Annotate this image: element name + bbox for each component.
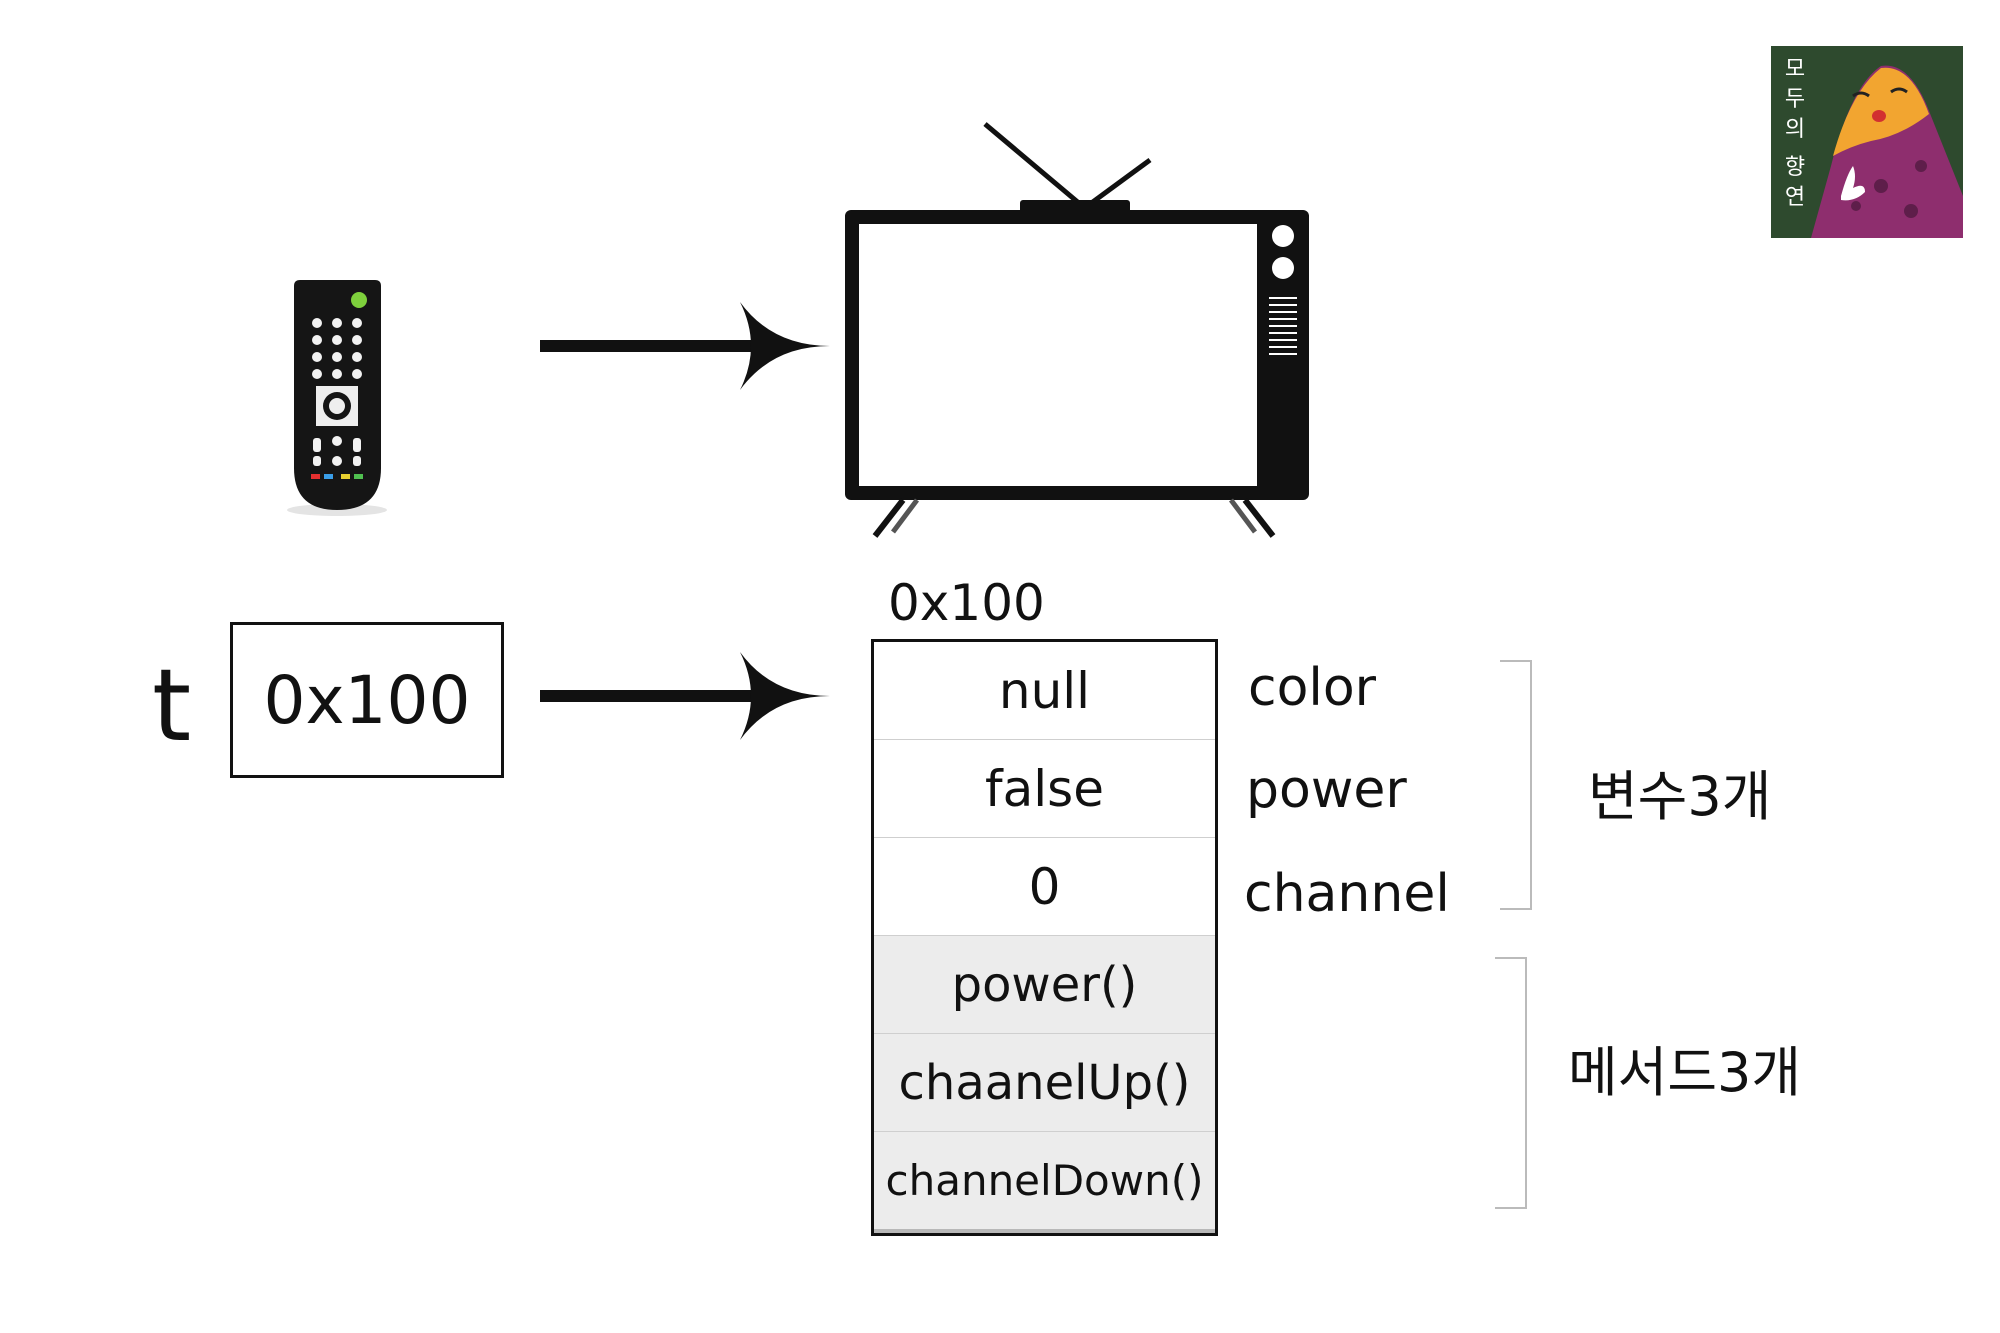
summary-fields: 변수3개 [1588,765,1772,828]
retro-tv-icon [845,122,1309,538]
arrow-reference-to-object [540,652,830,740]
variable-value-box: 0x100 [230,622,504,778]
method-power: power() [874,936,1215,1034]
logo-char: 향 [1785,155,1805,180]
bracket-fields [1500,660,1532,910]
variable-value: 0x100 [263,661,471,739]
tv-remote-icon [287,280,387,516]
bracket-methods [1495,957,1527,1209]
arrow-remote-to-tv [540,302,830,390]
logo-char: 연 [1785,185,1805,210]
logo-char: 모 [1785,57,1805,82]
object-address: 0x100 [888,574,1045,632]
summary-methods: 메서드3개 [1568,1041,1802,1104]
field-name-color: color [1248,658,1377,718]
field-name-power: power [1246,760,1407,820]
method-channel-down: channelDown() [874,1132,1215,1233]
field-value-power: false [874,740,1215,838]
field-name-channel: channel [1244,864,1450,924]
logo-char: 의 [1785,117,1805,142]
field-value-channel: 0 [874,838,1215,936]
method-channel-up: chaanelUp() [874,1034,1215,1132]
object-memory-box: null false 0 power() chaanelUp() channel… [871,639,1218,1236]
field-value-color: null [874,642,1215,740]
variable-name: t [152,647,192,764]
logo: 모 두 의 향 연 [1771,46,1963,238]
logo-char: 두 [1785,87,1805,112]
